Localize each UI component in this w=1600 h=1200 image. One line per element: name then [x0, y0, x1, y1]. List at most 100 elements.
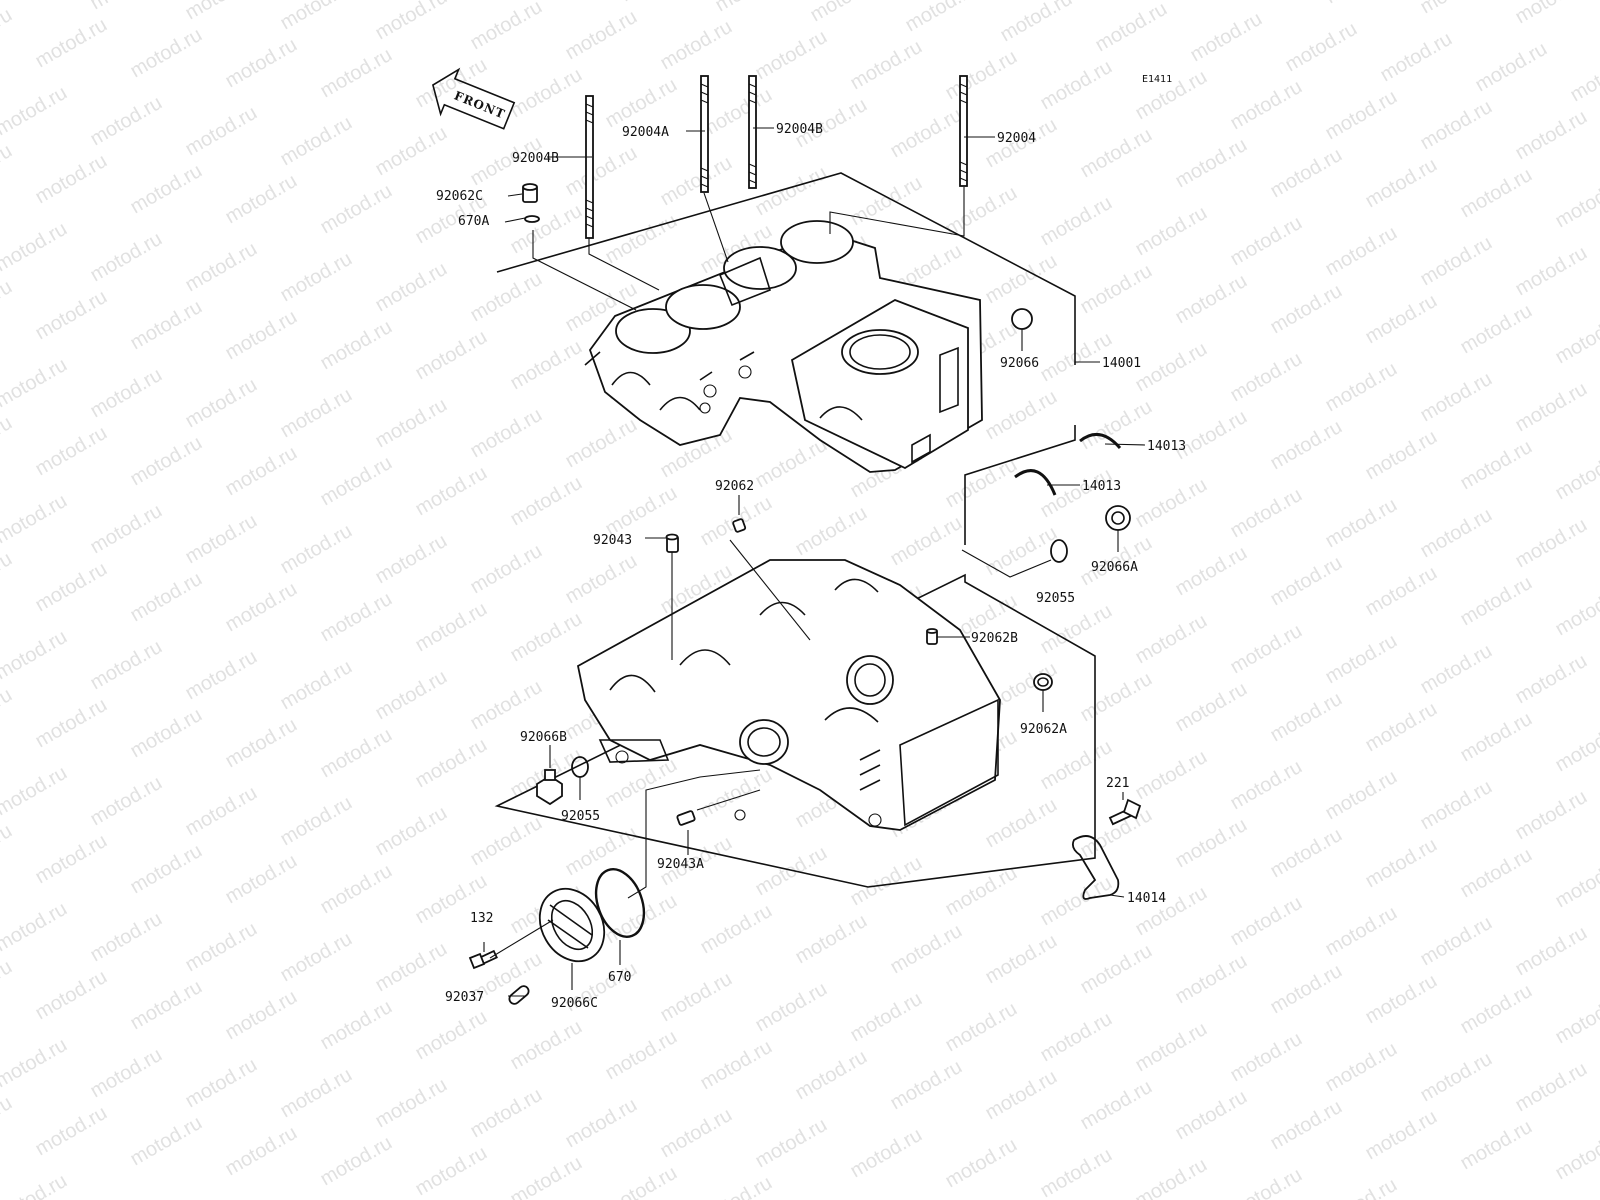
watermark-text: motod.ru — [0, 1092, 16, 1151]
watermark-text: motod.ru — [1512, 0, 1591, 28]
watermark-text: motod.ru — [1472, 38, 1551, 97]
cap-92066 — [1011, 308, 1033, 330]
upper-crankcase-14001 — [494, 172, 1096, 888]
watermark-text: motod.ru — [942, 46, 1021, 105]
watermark-text: motod.ru — [1417, 0, 1496, 18]
watermark-text: motod.ru — [507, 64, 586, 123]
watermark-text: motod.ru — [0, 354, 71, 413]
watermark-text: motod.ru — [1132, 338, 1211, 397]
watermark-text: motod.ru — [942, 862, 1021, 921]
watermark-text: motod.ru — [0, 626, 71, 685]
watermark-text: motod.ru — [1512, 1058, 1591, 1117]
watermark-text: motod.ru — [0, 82, 71, 141]
watermark-text: motod.ru — [0, 490, 71, 549]
watermark-text: motod.ru — [372, 938, 451, 997]
watermark-text: motod.ru — [222, 442, 301, 501]
watermark-text: motod.ru — [847, 1124, 926, 1183]
watermark-text: motod.ru — [752, 26, 831, 85]
watermark-text: motod.ru — [1512, 378, 1591, 437]
watermark-text: motod.ru — [0, 276, 16, 335]
watermark-text: motod.ru — [1172, 134, 1251, 193]
stud-92004B-mid — [748, 75, 757, 189]
watermark-text: motod.ru — [1092, 0, 1171, 56]
watermark-text: motod.ru — [87, 1044, 166, 1103]
watermark-text: motod.ru — [222, 578, 301, 637]
watermark-text: motod.ru — [127, 432, 206, 491]
watermark-text: motod.ru — [32, 150, 111, 209]
watermark-text: motod.ru — [0, 548, 16, 607]
watermark-text: motod.ru — [1417, 504, 1496, 563]
watermark-text: motod.ru — [1417, 1048, 1496, 1107]
watermark-text: motod.ru — [847, 988, 926, 1047]
watermark-text: motod.ru — [1512, 650, 1591, 709]
watermark-text: motod.ru — [0, 684, 16, 743]
watermark-text: motod.ru — [1362, 698, 1441, 757]
watermark-text: motod.ru — [1227, 1164, 1306, 1200]
watermark-text: motod.ru — [127, 1112, 206, 1171]
label-92066B: 92066B — [520, 730, 567, 745]
watermark-text: motod.ru — [752, 978, 831, 1037]
stud-92004 — [959, 75, 968, 187]
watermark-text: motod.ru — [317, 860, 396, 919]
watermark-text: motod.ru — [1552, 854, 1600, 913]
label-92004B-left: 92004B — [512, 151, 559, 166]
watermark-text: motod.ru — [807, 0, 886, 26]
watermark-text: motod.ru — [0, 956, 16, 1015]
bolt-132 — [468, 949, 498, 970]
label-221: 221 — [1106, 776, 1129, 791]
watermark-text: motod.ru — [32, 558, 111, 617]
watermark-text: motod.ru — [1362, 1106, 1441, 1165]
dowel-92062B — [926, 628, 938, 645]
watermark-text: motod.ru — [1172, 406, 1251, 465]
watermark-text: motod.ru — [1077, 260, 1156, 319]
watermark-text: motod.ru — [1172, 1086, 1251, 1145]
watermark-text: motod.ru — [182, 918, 261, 977]
watermark-text: motod.ru — [1417, 640, 1496, 699]
dowel-92062C — [522, 183, 538, 203]
watermark-text: motod.ru — [902, 0, 981, 36]
watermark-text: motod.ru — [697, 1036, 776, 1095]
watermark-text: motod.ru — [1132, 746, 1211, 805]
watermark-text: motod.ru — [1132, 610, 1211, 669]
watermark-text: motod.ru — [127, 704, 206, 763]
watermark-text: motod.ru — [277, 384, 356, 443]
watermark-text: motod.ru — [182, 0, 261, 24]
watermark-text: motod.ru — [792, 910, 871, 969]
watermark-text: motod.ru — [277, 520, 356, 579]
watermark-text: motod.ru — [317, 588, 396, 647]
label-92004B-mid: 92004B — [776, 122, 823, 137]
watermark-text: motod.ru — [1227, 620, 1306, 679]
watermark-text: motod.ru — [182, 238, 261, 297]
watermark-text: motod.ru — [1552, 990, 1600, 1049]
watermark-text: motod.ru — [87, 0, 166, 14]
label-670A: 670A — [458, 214, 489, 229]
watermark-text: motod.ru — [1417, 912, 1496, 971]
watermark-text: motod.ru — [222, 170, 301, 229]
watermark-text: motod.ru — [127, 568, 206, 627]
watermark-text: motod.ru — [887, 1056, 966, 1115]
watermark-text: motod.ru — [507, 336, 586, 395]
label-92066C: 92066C — [551, 996, 598, 1011]
watermark-text: motod.ru — [657, 1104, 736, 1163]
watermark-text: motod.ru — [222, 306, 301, 365]
label-132: 132 — [470, 911, 493, 926]
ring-14013-low — [1014, 469, 1057, 496]
watermark-text: motod.ru — [1457, 980, 1536, 1039]
watermark-text: motod.ru — [1362, 834, 1441, 893]
leader-lines — [483, 127, 1146, 997]
label-92037: 92037 — [445, 990, 484, 1005]
watermark-text: motod.ru — [1322, 494, 1401, 553]
watermark-text: motod.ru — [32, 14, 111, 73]
watermark-text: motod.ru — [1227, 76, 1306, 135]
watermark-text: motod.ru — [222, 850, 301, 909]
watermark-text: motod.ru — [1322, 0, 1401, 8]
watermark-text: motod.ru — [32, 830, 111, 889]
watermark-text: motod.ru — [467, 404, 546, 463]
dowel-92062 — [732, 518, 747, 533]
watermark-text: motod.ru — [467, 812, 546, 871]
watermark-text: motod.ru — [1322, 902, 1401, 961]
watermark-text: motod.ru — [507, 1152, 586, 1200]
watermark-text: motod.ru — [1132, 474, 1211, 533]
washer-92055-right — [1050, 539, 1068, 563]
